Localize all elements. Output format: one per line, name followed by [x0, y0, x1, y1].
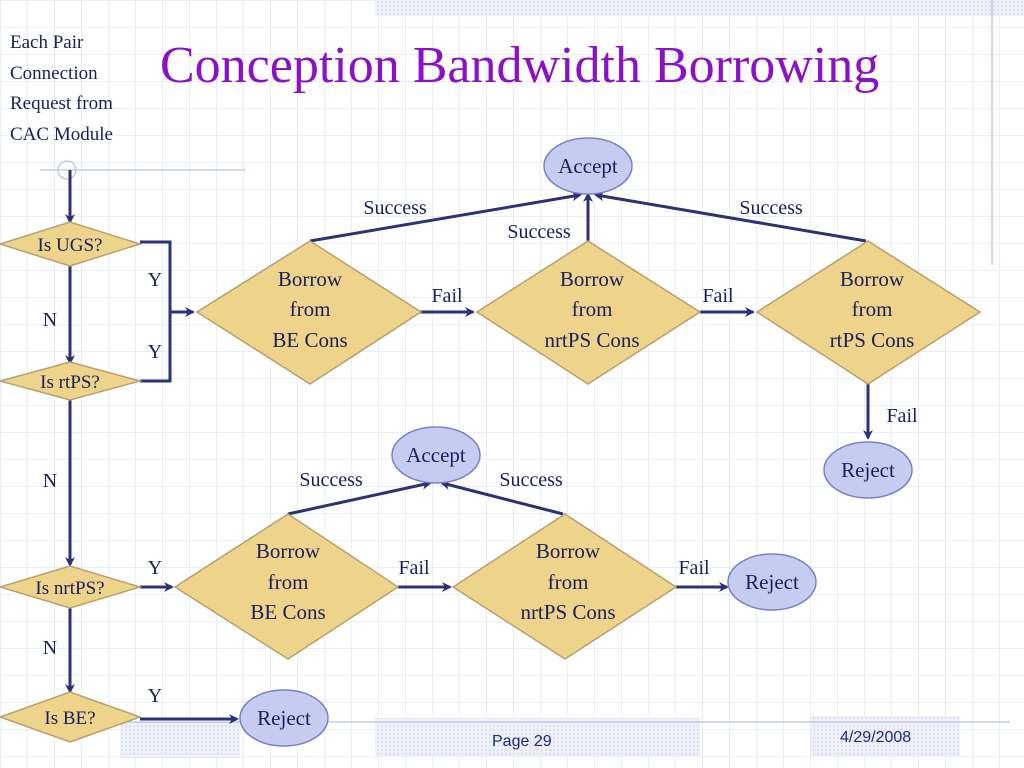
- arrow-success-mid-be: [287, 479, 432, 516]
- borrow-top-rtps-line2: from: [852, 297, 893, 321]
- decor-circle: [57, 160, 77, 180]
- borrow-top-rtps-line3: rtPS Cons: [830, 328, 915, 352]
- arrow-success-top-rtps: [594, 191, 867, 243]
- borrow-top-be-line2: from: [290, 297, 331, 321]
- side-note-line-3: Request from: [10, 93, 113, 114]
- top-decor-bar: [375, 0, 1024, 16]
- edge-label-fail-rtps: Fail: [886, 405, 918, 427]
- borrow-mid-nrtps-line2: from: [548, 570, 589, 594]
- borrow-mid-nrtps-line1: Borrow: [536, 539, 601, 563]
- footer-date: 4/29/2008: [840, 729, 912, 746]
- borrow-top-rtps-line1: Borrow: [840, 267, 905, 291]
- terminal-reject-rtps: Reject: [823, 441, 913, 499]
- edge-label-fail-top-1: Fail: [431, 285, 463, 307]
- edge-label-success-top-be: Success: [363, 197, 427, 219]
- decision-is-ugs-label: Is UGS?: [38, 235, 103, 256]
- terminal-reject-nrtps: Reject: [727, 553, 817, 611]
- decision-is-nrtps-label: Is nrtPS?: [35, 578, 104, 599]
- borrow-mid-be: Borrow from BE Cons: [173, 513, 400, 660]
- slide-title: Conception Bandwidth Borrowing: [160, 37, 880, 94]
- borrow-mid-be-line1: Borrow: [256, 539, 321, 563]
- footer-page-number: Page 29: [492, 733, 552, 750]
- borrow-top-nrtps-line2: from: [572, 297, 613, 321]
- edge-label-no-rtps: N: [43, 470, 57, 492]
- edge-label-no-nrtps: N: [43, 637, 57, 659]
- terminal-reject-be: Reject: [239, 689, 329, 747]
- terminal-accept-top: Accept: [543, 137, 633, 195]
- borrow-mid-nrtps: Borrow from nrtPS Cons: [451, 513, 678, 660]
- borrow-mid-nrtps-line3: nrtPS Cons: [520, 600, 615, 624]
- terminal-reject-rtps-label: Reject: [841, 458, 895, 482]
- edge-label-success-mid-nrtps: Success: [499, 469, 563, 491]
- edge-label-yes-ugs: Y: [148, 269, 162, 291]
- borrow-mid-be-line3: BE Cons: [250, 600, 325, 624]
- edge-label-yes-rtps: Y: [148, 341, 162, 363]
- borrow-top-be: Borrow from BE Cons: [195, 240, 423, 385]
- decision-is-rtps: Is rtPS?: [0, 361, 143, 401]
- arrow-success-mid-nrtps: [440, 480, 564, 516]
- borrow-top-be-line1: Borrow: [278, 267, 343, 291]
- connectors: [65, 170, 873, 724]
- borrow-mid-be-line2: from: [268, 570, 309, 594]
- edge-label-fail-mid-1: Fail: [398, 557, 430, 579]
- edge-label-fail-top-2: Fail: [702, 285, 734, 307]
- edge-label-success-mid-be: Success: [299, 469, 363, 491]
- borrow-top-rtps: Borrow from rtPS Cons: [755, 240, 982, 385]
- side-note-line-2: Connection: [10, 62, 98, 84]
- side-note-line-1: Each Pair: [10, 32, 84, 53]
- edge-label-yes-be: Y: [148, 685, 162, 707]
- edge-label-yes-nrtps: Y: [148, 557, 162, 579]
- footer-decor-date: [810, 716, 960, 756]
- borrow-top-be-line3: BE Cons: [272, 328, 347, 352]
- footer-decor-left: [120, 722, 240, 758]
- borrow-top-nrtps-line3: nrtPS Cons: [544, 328, 639, 352]
- side-note: Each Pair Connection Request from CAC Mo…: [10, 28, 113, 150]
- terminal-reject-nrtps-label: Reject: [745, 570, 799, 594]
- borrow-top-nrtps: Borrow from nrtPS Cons: [475, 240, 702, 385]
- decision-is-nrtps: Is nrtPS?: [0, 565, 143, 609]
- arrow-success-top-be: [309, 191, 582, 243]
- edge-label-success-top-rtps: Success: [739, 197, 803, 219]
- side-note-line-4: CAC Module: [10, 123, 113, 145]
- terminal-reject-be-label: Reject: [257, 706, 311, 730]
- decision-is-be-label: Is BE?: [44, 708, 95, 729]
- edge-label-success-top-nrtps: Success: [507, 221, 571, 243]
- edge-label-no-ugs: N: [43, 309, 57, 331]
- edge-label-fail-mid-2: Fail: [678, 557, 710, 579]
- decision-is-ugs: Is UGS?: [0, 221, 143, 267]
- decision-is-rtps-label: Is rtPS?: [40, 372, 100, 393]
- decision-is-be: Is BE?: [0, 691, 143, 743]
- borrow-top-nrtps-line1: Borrow: [560, 267, 625, 291]
- footer-decor-page: [375, 718, 700, 756]
- terminal-accept-mid-label: Accept: [406, 443, 466, 467]
- terminal-accept-mid: Accept: [391, 426, 481, 484]
- terminal-accept-top-label: Accept: [558, 154, 618, 178]
